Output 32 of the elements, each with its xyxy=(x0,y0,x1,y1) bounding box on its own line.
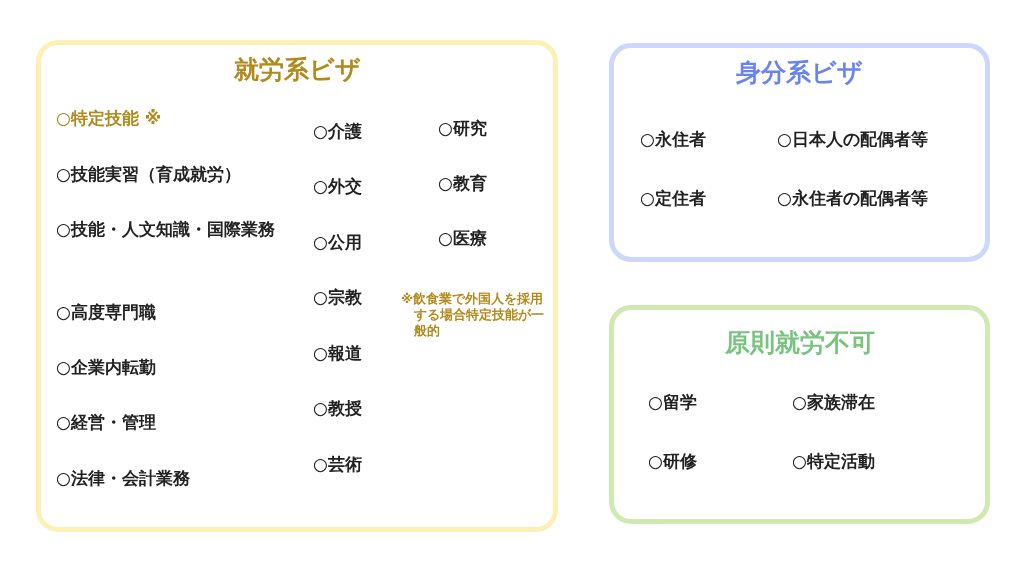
visa-type-text: ○報道 xyxy=(313,342,362,365)
visa-type-text: ○高度専門職 xyxy=(56,301,156,324)
panel-heading: 身分系ビザ xyxy=(735,57,864,89)
visa-type-text: ○特定技能 ※ xyxy=(56,107,162,130)
visa-type-text: ○日本人の配偶者等 xyxy=(777,128,928,151)
visa-type-text: ○留学 xyxy=(648,391,697,414)
visa-type-text: ○家族滞在 xyxy=(792,391,875,414)
visa-type-text: ○永住者 xyxy=(640,128,706,151)
category-panel xyxy=(609,305,990,524)
visa-type-text: ○医療 xyxy=(438,227,487,250)
visa-type-text: ○技能・人文知識・国際業務 xyxy=(56,218,276,241)
visa-type-text: ○教授 xyxy=(313,397,362,420)
visa-type-text: ○宗教 xyxy=(313,286,362,309)
visa-type-text: ○外交 xyxy=(313,175,362,198)
visa-type-text: ○研修 xyxy=(648,450,697,473)
visa-type-text: ○特定活動 xyxy=(792,450,875,473)
visa-type-text: ○研究 xyxy=(438,117,487,140)
panel-heading: 就労系ビザ xyxy=(232,54,362,86)
visa-type-text: ○公用 xyxy=(313,231,362,254)
category-panel xyxy=(609,43,990,262)
visa-type-text: ○経営・管理 xyxy=(56,411,156,434)
visa-type-text: ○介護 xyxy=(313,120,362,143)
visa-type-text: ○定住者 xyxy=(640,187,706,210)
category-panel xyxy=(36,40,558,532)
visa-type-text: ○技能実習（育成就労） xyxy=(56,163,241,186)
panel-heading: 原則就労不可 xyxy=(723,327,876,359)
visa-type-text: ○永住者の配偶者等 xyxy=(777,187,928,210)
note-text: ※飲食業で外国人を採用する場合特定技能が一般的 xyxy=(401,291,544,339)
visa-type-text: ○芸術 xyxy=(313,453,362,476)
visa-type-text: ○教育 xyxy=(438,172,487,195)
visa-type-text: ○法律・会計業務 xyxy=(56,467,190,490)
visa-type-text: ○企業内転勤 xyxy=(56,356,156,379)
